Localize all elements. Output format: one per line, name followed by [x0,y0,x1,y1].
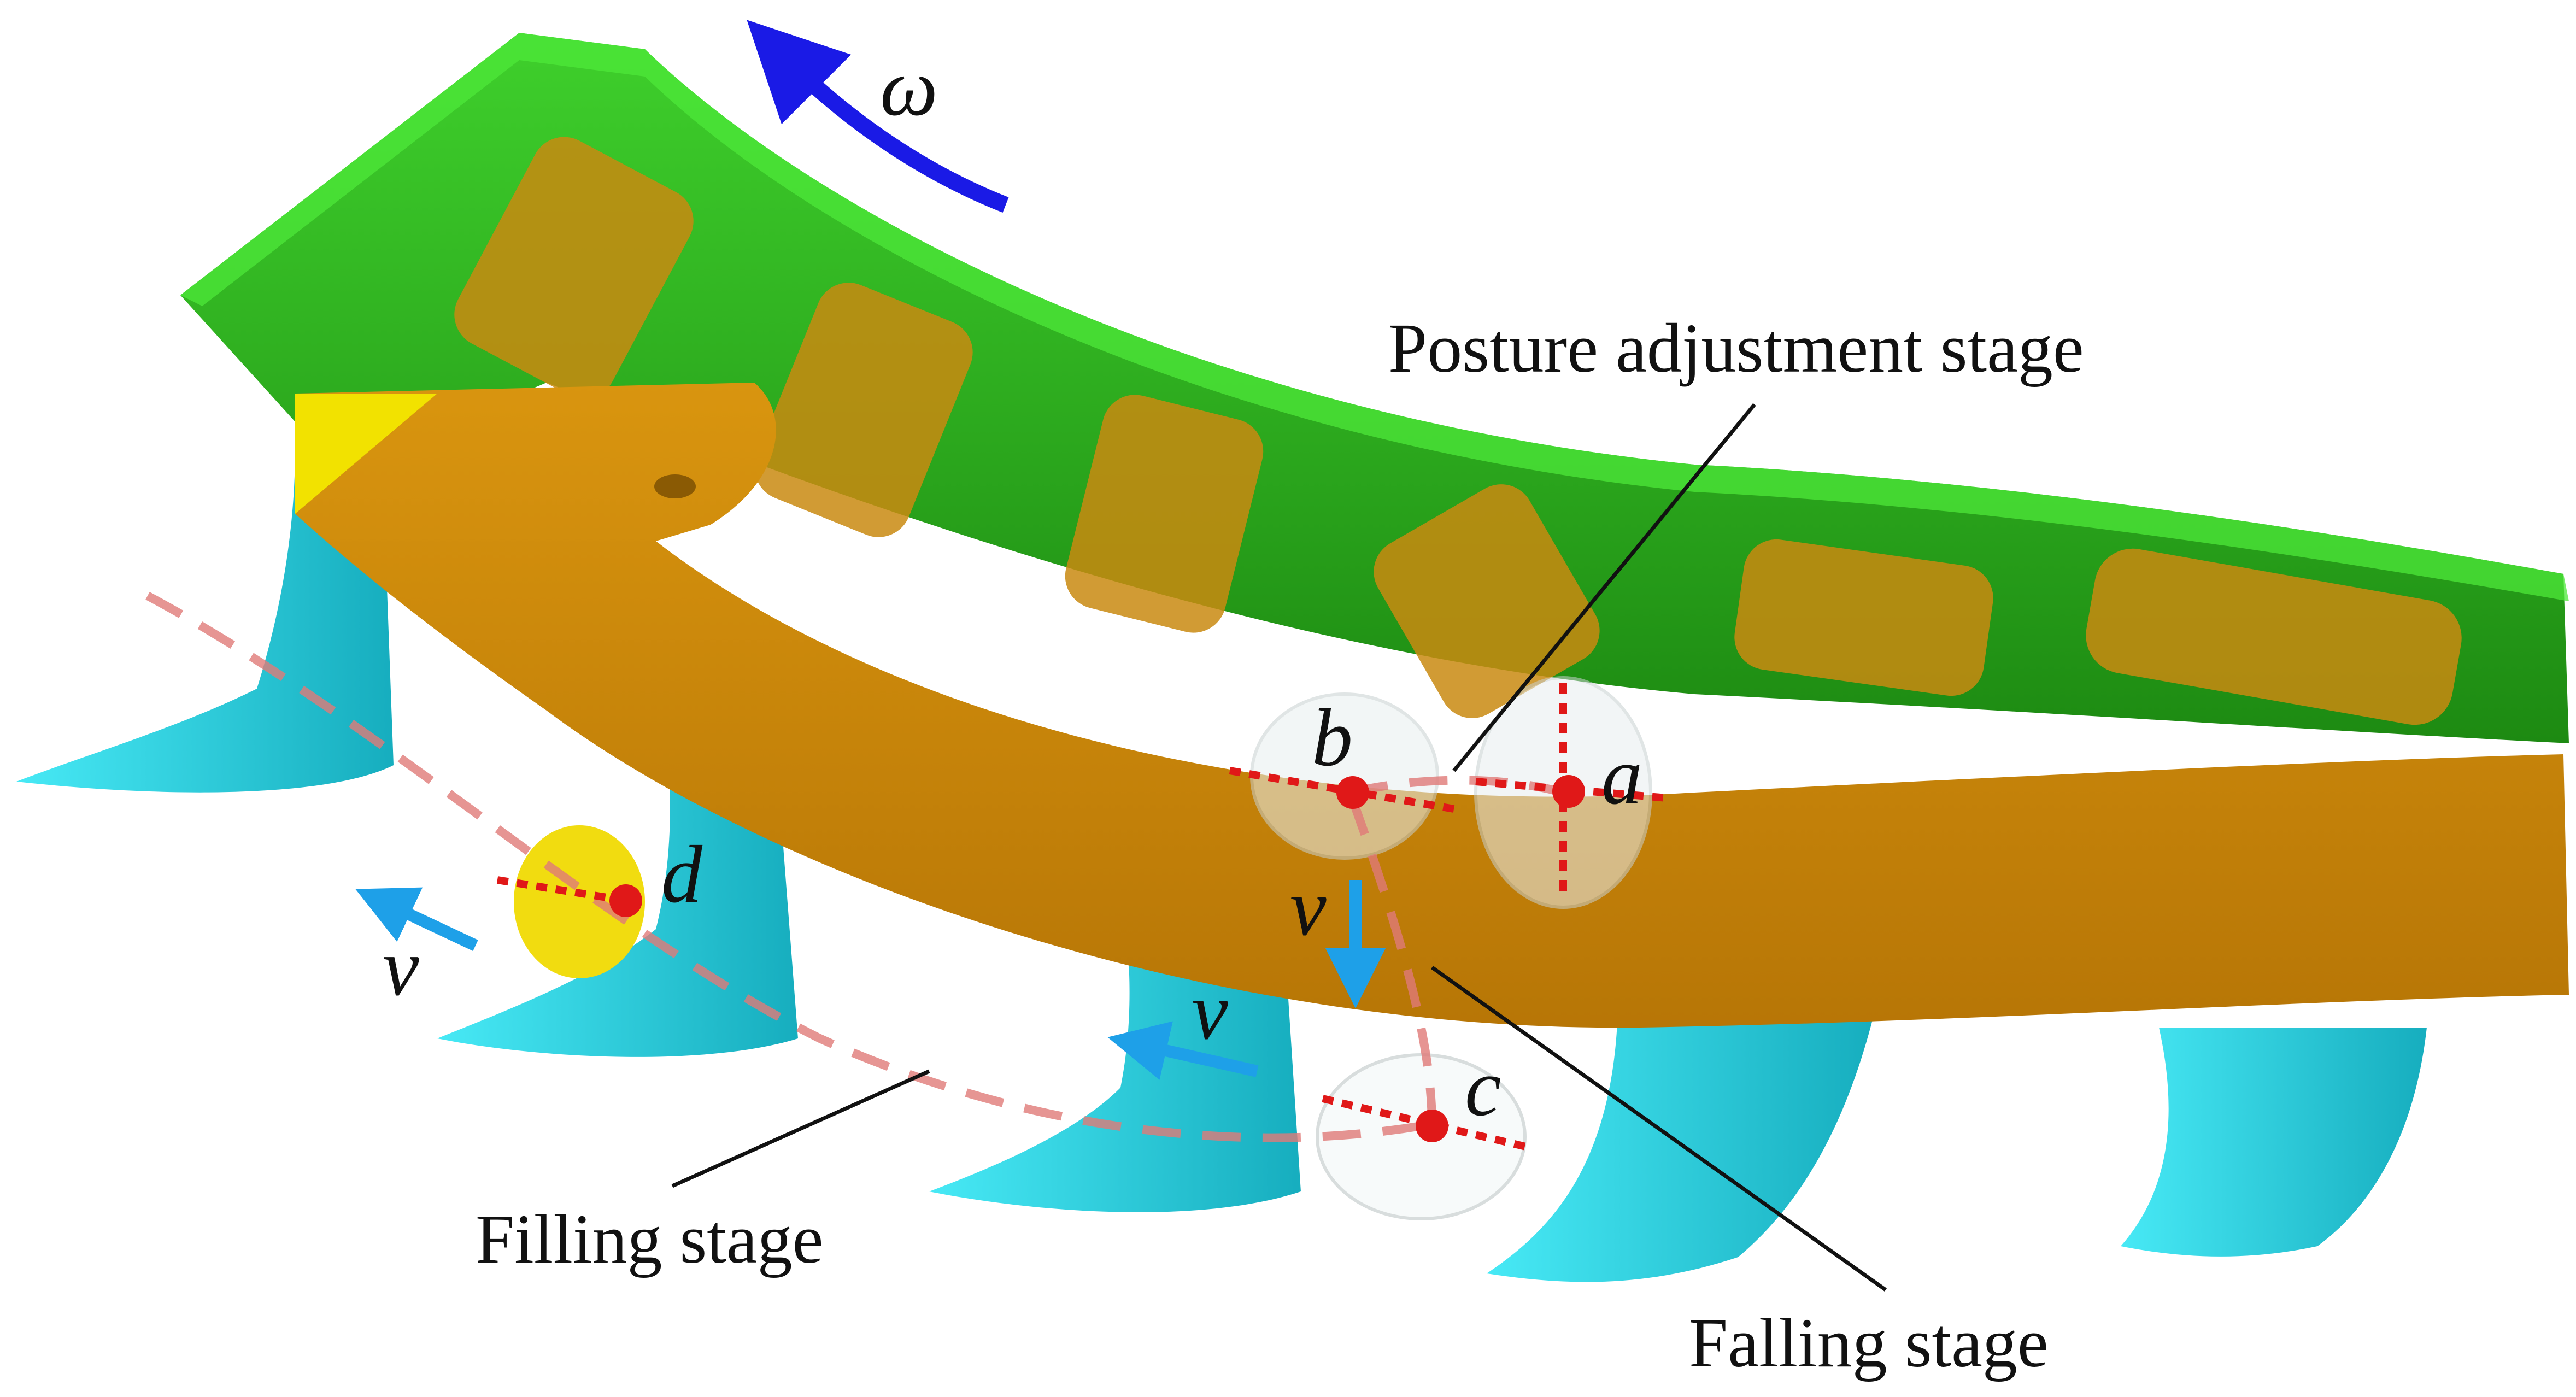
point-d [609,884,642,917]
green-plate [180,33,2569,743]
point-c-label: c [1465,1042,1501,1133]
plate-slot [1065,395,1264,633]
velocity-arrow-c [1107,1021,1259,1080]
seed-d [514,825,645,978]
scoop [2121,1028,2427,1257]
omega-symbol: ω [880,42,938,133]
point-c [1416,1110,1448,1142]
velocity-arrow-d [355,887,478,951]
plate-slot [2086,548,2462,725]
orange-guide-ring [295,383,2569,1028]
plate-slot [454,137,694,399]
scoop [16,448,394,793]
label-filling: Filling stage [476,1200,823,1278]
plate-slot [1734,539,1993,696]
velocity-label-c: v [1192,966,1228,1056]
point-b-label: b [1312,692,1353,783]
point-b [1336,776,1369,809]
scoop [929,929,1301,1212]
label-posture-adjustment: Posture adjustment stage [1388,309,2084,387]
leader-lines [671,403,1887,1292]
point-a [1552,775,1585,808]
pivot-hole [654,474,696,498]
seed-centers [609,775,1585,1142]
plate-slot [754,283,973,537]
velocity-label-d: v [383,922,419,1013]
label-falling: Falling stage [1689,1304,2049,1382]
rotation-arrow [747,20,1009,213]
point-a-label: a [1601,731,1642,821]
velocity-label-b: v [1290,862,1327,953]
point-d-label: d [661,829,703,920]
yellow-corner [295,394,437,514]
